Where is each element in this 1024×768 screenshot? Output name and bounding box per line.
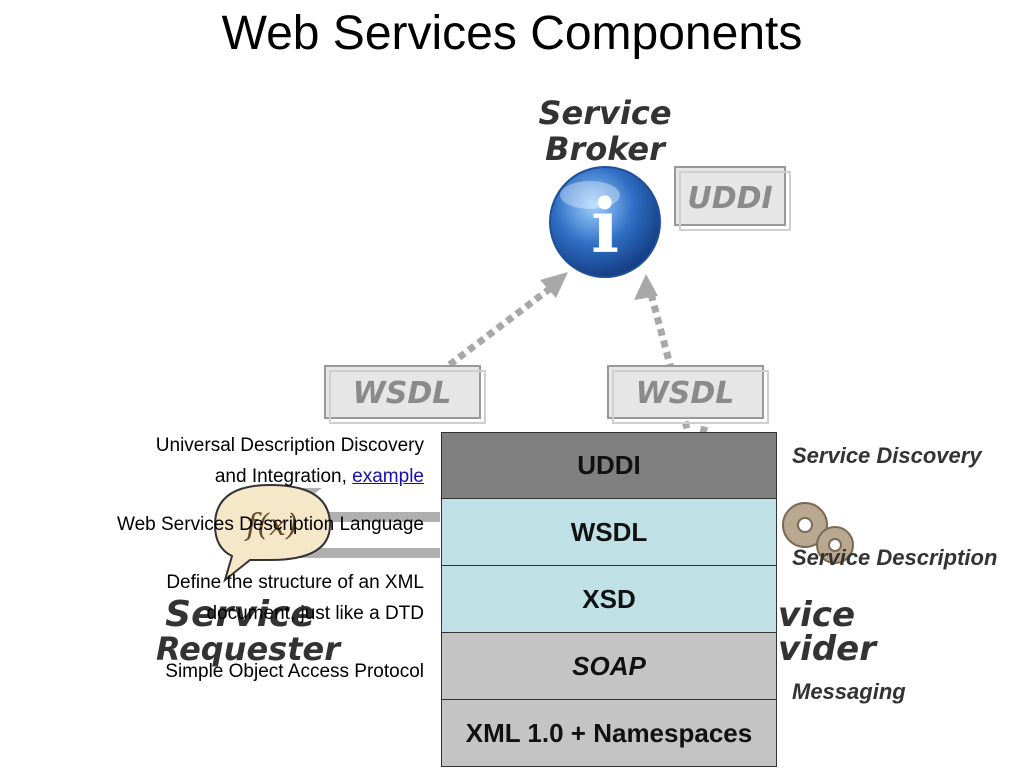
provider-label-1: vice [778,595,855,635]
xsd-description: Define the structure of an XML document,… [166,567,424,629]
fx-symbol: f(x) [244,508,297,543]
stack-layer-uddi: UDDI [441,432,777,499]
info-symbol: i [591,184,619,270]
service-discovery-label: Service Discovery [792,443,982,468]
wsdl-tag-right: WSDL [607,365,769,424]
uddi-description-line2: and Integration, example [156,461,424,492]
protocol-stack: UDDI WSDL XSD SOAP XML 1.0 + Namespaces [441,432,777,767]
uddi-tag: UDDI [674,166,791,231]
uddi-tag-label: UDDI [687,181,772,216]
wsdl-tag-left: WSDL [324,365,486,424]
xsd-description-line1: Define the structure of an XML [166,572,424,593]
gear-icon [782,502,854,564]
stack-layer-soap: SOAP [441,633,777,700]
requester-label-2: Requester [156,630,342,668]
stack-layer-wsdl: WSDL [441,499,777,566]
uddi-description-text: and Integration, [214,466,347,487]
uddi-description: Universal Description Discovery and Inte… [156,430,424,492]
broker-arrows [437,281,709,446]
broker-label-2: Broker [545,130,667,168]
uddi-example-link[interactable]: example [352,466,424,487]
service-description-label: Service Description [792,545,998,570]
page-title: Web Services Components [221,7,803,60]
xsd-description-line2: document, just like a DTD [206,603,424,624]
messaging-label: Messaging [792,679,906,704]
broker-label-1: Service [538,94,671,132]
wsdl-tag-left-label: WSDL [353,376,452,411]
stack-layer-xml: XML 1.0 + Namespaces [441,700,777,767]
soap-description: Simple Object Access Protocol [165,661,424,682]
arrowhead-right [634,274,658,300]
info-icon: i [549,166,661,278]
requester-broker-arrow [437,281,559,375]
provider-label-2: vider [778,629,878,669]
arrowhead-left [540,272,568,298]
requester-label-1: Service [165,594,315,635]
function-bubble-icon: f(x) [213,483,332,583]
wsdl-tag-right-label: WSDL [636,376,735,411]
stack-layer-xsd: XSD [441,566,777,633]
uddi-description-line1: Universal Description Discovery [155,435,424,456]
wsdl-description: Web Services Description Language [117,514,424,535]
